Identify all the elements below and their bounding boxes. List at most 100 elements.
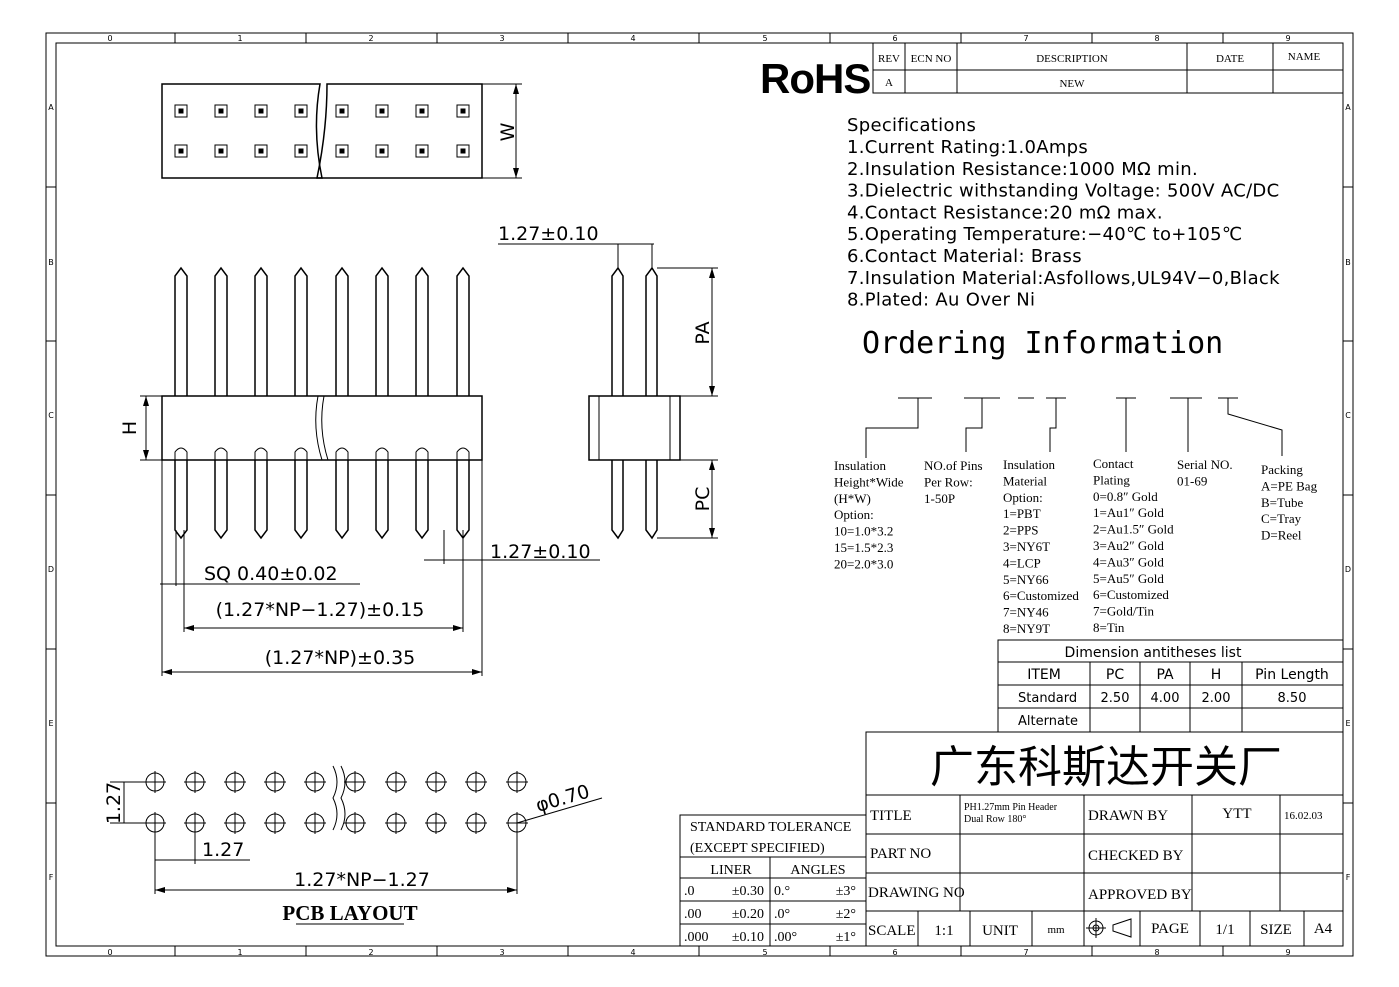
- ordering-heading: Ordering Information: [862, 326, 1223, 361]
- pin-pad-center: [379, 108, 385, 114]
- pin-pad: [456, 144, 470, 158]
- dimension-table-title: Dimension antitheses list: [1065, 645, 1242, 661]
- ordering-plating-line: Plating: [1093, 472, 1130, 487]
- pin-lower: [294, 460, 308, 540]
- ecn-header: ECN NO: [911, 53, 952, 65]
- pcb-layout-title: PCB LAYOUT: [282, 901, 417, 925]
- drawing-no-label: DRAWING NO: [868, 885, 965, 901]
- ordering-insulation-height-line: 10=1.0*3.2: [834, 524, 893, 539]
- pin-lower: [375, 460, 389, 540]
- pcb-span-label: 1.27*NP−1.27: [294, 869, 430, 891]
- ordering-material-line: 7=NY46: [1003, 605, 1049, 620]
- scale-label: SCALE: [868, 923, 916, 939]
- ordering-packing-line: A=PE Bag: [1261, 478, 1318, 493]
- pin-pad-center: [339, 148, 345, 154]
- pin-pad: [254, 144, 268, 158]
- ordering-insulation-height-line: Insulation: [834, 458, 886, 473]
- pin-lower: [415, 460, 429, 540]
- grid-row-label-left: E: [48, 719, 53, 728]
- description-value: NEW: [1059, 78, 1085, 90]
- pin-pad: [375, 144, 389, 158]
- angles-header: ANGLES: [790, 863, 845, 878]
- ordering-pins-line: 1-50P: [924, 491, 955, 506]
- grid-column-label-top: 2: [368, 34, 373, 43]
- grid-row-label-right: F: [1346, 873, 1351, 882]
- grid-column-label-top: 9: [1285, 34, 1290, 43]
- pin-pad: [174, 144, 188, 158]
- pin-upper: [375, 266, 389, 396]
- ordering-insulation-height-line: (H*W): [834, 491, 871, 506]
- tolerance-angle-digits: .00°: [774, 930, 797, 945]
- title-value-line1: PH1.27mm Pin Header: [964, 802, 1058, 813]
- grid-column-label-bottom: 4: [630, 948, 635, 957]
- pin-pad-center: [339, 108, 345, 114]
- pin-pad: [214, 144, 228, 158]
- dimension-cell: 2.00: [1202, 691, 1231, 706]
- dimension-header-cell: PC: [1106, 667, 1124, 683]
- grid-column-label-top: 7: [1023, 34, 1028, 43]
- drawn-by-value: YTT: [1222, 806, 1251, 822]
- grid-column-label-bottom: 7: [1023, 948, 1028, 957]
- pin-pad-center: [460, 148, 466, 154]
- pa-label: PA: [692, 321, 714, 344]
- ordering-plating-line: 0=0.8″ Gold: [1093, 489, 1158, 504]
- tolerance-title-2: (EXCEPT SPECIFIED): [690, 841, 825, 856]
- ordering-material-line: 6=Customized: [1003, 588, 1079, 603]
- company-name: 广东科斯达开关厂: [930, 742, 1282, 793]
- tolerance-title-1: STANDARD TOLERANCE: [690, 820, 851, 835]
- ordering-plating-line: 8=Tin: [1093, 620, 1125, 635]
- grid-column-label-top: 1: [237, 34, 242, 43]
- approved-by-label: APPROVED BY: [1088, 887, 1192, 903]
- ordering-plating-line: 2=Au1.5″ Gold: [1093, 522, 1174, 537]
- hole-diameter-label: φ0.70: [533, 781, 592, 817]
- dimension-header-cell: H: [1211, 667, 1222, 683]
- drawn-date: 16.02.03: [1284, 810, 1323, 822]
- dimension-header-cell: Pin Length: [1255, 667, 1329, 683]
- ordering-packing-line: B=Tube: [1261, 495, 1303, 510]
- pin-upper: [335, 266, 349, 396]
- pin-shoulder: [456, 447, 470, 460]
- ordering-material-line: 1=PBT: [1003, 506, 1041, 521]
- drawn-by-label: DRAWN BY: [1088, 808, 1168, 824]
- pin-pad: [214, 104, 228, 118]
- pin-lower: [174, 460, 188, 540]
- ordering-packing-line: D=Reel: [1261, 528, 1302, 543]
- top-view: W: [161, 83, 522, 179]
- ordering-serial-line: 01-69: [1177, 473, 1207, 488]
- grid-row-label-right: D: [1345, 565, 1351, 574]
- tolerance-angle-digits: .0°: [774, 907, 790, 922]
- ordering-insulation-height-line: 20=2.0*3.0: [834, 556, 893, 571]
- pcb-row-label: 1.27: [103, 782, 125, 824]
- pin-pad: [174, 104, 188, 118]
- grid-column-label-top: 4: [630, 34, 635, 43]
- tolerance-angle-value: ±2°: [836, 907, 856, 922]
- pin-pad-center: [218, 108, 224, 114]
- pin-pad-center: [298, 148, 304, 154]
- pin-shoulder: [335, 447, 349, 460]
- page-label: PAGE: [1151, 921, 1189, 937]
- pin-pad-center: [419, 108, 425, 114]
- grid-column-label-bottom: 5: [762, 948, 767, 957]
- rohs-mark: RoHS: [760, 55, 870, 102]
- dimension-cell: 4.00: [1151, 691, 1180, 706]
- pin-pad: [456, 104, 470, 118]
- ordering-plating-line: 1=Au1″ Gold: [1093, 505, 1164, 520]
- grid-row-label-right: E: [1345, 719, 1350, 728]
- spec-item: 3.Dielectric withstanding Voltage: 500V …: [847, 181, 1279, 202]
- ordering-material-line: 2=PPS: [1003, 523, 1039, 538]
- ordering-plating-line: Contact: [1093, 456, 1134, 471]
- ordering-material-line: Option:: [1003, 490, 1043, 505]
- ordering-plating-line: 4=Au3″ Gold: [1093, 554, 1164, 569]
- pin-shoulder: [254, 447, 268, 460]
- page-value: 1/1: [1215, 922, 1234, 938]
- spec-item: 8.Plated: Au Over Ni: [847, 290, 1035, 311]
- dimension-cell: 8.50: [1278, 691, 1307, 706]
- grid-row-label-left: C: [48, 411, 54, 420]
- part-no-label: PART NO: [870, 846, 931, 862]
- front-view: H SQ 0.40±0.02 (1.27*NP−1.27)±0.15 (1.27…: [119, 266, 600, 676]
- unit-value: mm: [1047, 924, 1065, 936]
- pin-shoulder: [415, 447, 429, 460]
- spec-item: 4.Contact Resistance:20 mΩ max.: [847, 202, 1163, 223]
- dimension-cell: 2.50: [1101, 691, 1130, 706]
